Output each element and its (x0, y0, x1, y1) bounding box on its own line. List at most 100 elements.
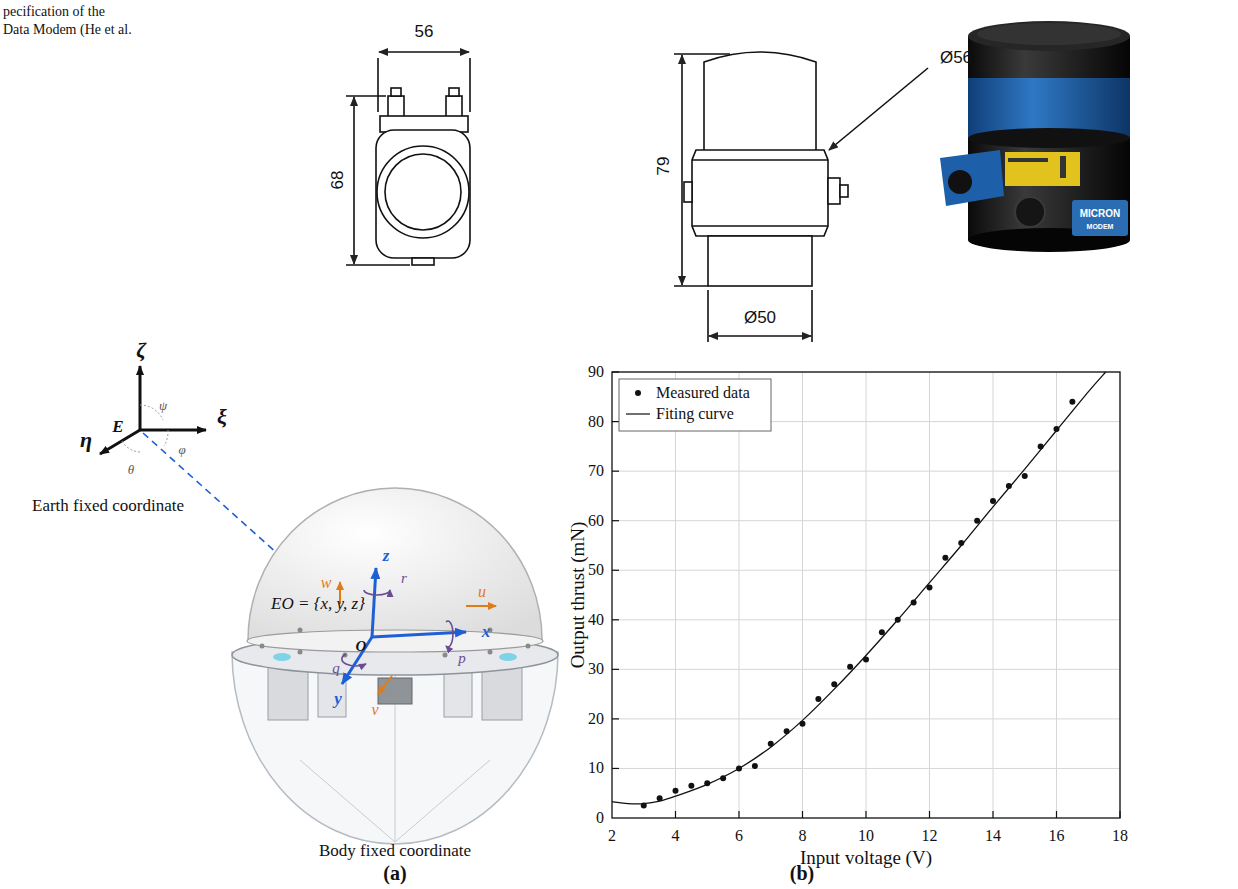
data-point (1006, 483, 1012, 489)
tick-mark (612, 570, 619, 571)
panel-label: (b) (790, 862, 814, 884)
grid-line (612, 520, 1120, 521)
angle-rate-label: r (401, 570, 407, 587)
tick-mark (992, 811, 993, 818)
data-point (879, 629, 885, 635)
velocity-label: w (321, 574, 332, 592)
tick-label: 50 (588, 561, 604, 579)
tick-label: 70 (588, 462, 604, 480)
dimension-label: 79 (655, 157, 674, 176)
tick-mark (612, 520, 619, 521)
data-point (1054, 426, 1060, 432)
data-point (1038, 443, 1044, 449)
data-point (704, 780, 710, 786)
tick-mark (1056, 811, 1057, 818)
tick-mark (675, 811, 676, 818)
tick-mark (612, 471, 619, 472)
velocity-label: u (478, 583, 486, 601)
data-point (736, 765, 742, 771)
data-point (720, 775, 726, 781)
legend-text: Fiting curve (656, 405, 734, 423)
tick-mark (865, 811, 866, 818)
grid-line (993, 372, 994, 818)
axis-label: ξ (217, 405, 227, 429)
angle-label: φ (178, 443, 185, 457)
grid-line (612, 669, 1120, 670)
grid-line (866, 372, 867, 818)
axis-label: x (482, 623, 491, 642)
angle-rate-label: p (458, 650, 466, 667)
legend-line-sample (626, 413, 650, 414)
tick-label: 16 (1049, 827, 1065, 845)
legend-text: Measured data (656, 384, 750, 402)
brand-text: MICRON (1080, 208, 1121, 219)
tick-label: 4 (672, 827, 680, 845)
data-point (641, 803, 647, 809)
axis-title: Input voltage (V) (800, 848, 932, 869)
tick-label: 40 (588, 611, 604, 629)
data-point (688, 783, 694, 789)
angle-label: ψ (159, 399, 167, 413)
body-frame (340, 568, 496, 694)
data-point (815, 696, 821, 702)
data-point (831, 681, 837, 687)
brand-text: MODEM (1087, 223, 1114, 231)
data-point (911, 599, 917, 605)
grid-line (612, 471, 1120, 472)
side-view (674, 52, 928, 342)
legend-box (619, 379, 771, 431)
data-point (768, 741, 774, 747)
legend-dot-sample (635, 390, 641, 396)
data-point (1069, 399, 1075, 405)
data-point (990, 498, 996, 504)
tick-label: 80 (588, 413, 604, 431)
tick-label: 10 (858, 827, 874, 845)
data-point (847, 664, 853, 670)
origin-label: O (356, 638, 367, 655)
tick-label: 10 (588, 760, 604, 778)
front-view (346, 52, 470, 265)
caption-fragment: pecification of the (3, 4, 105, 19)
caption-fragment: Data Modem (He et al. (3, 22, 132, 37)
axis-ticks (612, 372, 1120, 818)
chart-grid (612, 372, 1120, 818)
tick-mark (612, 768, 619, 769)
grid-line (1056, 372, 1057, 818)
vector-label: EO = {x, y, z} (271, 595, 365, 614)
tick-mark (1119, 811, 1120, 818)
data-point (863, 656, 869, 662)
tick-label: 8 (799, 827, 807, 845)
tick-label: 20 (588, 710, 604, 728)
tick-mark (612, 669, 619, 670)
tick-mark (612, 718, 619, 719)
data-point (895, 617, 901, 623)
grid-line (612, 768, 1120, 769)
axis-label: ζ (136, 338, 146, 362)
axis-label: y (334, 690, 342, 709)
fitting-curve (612, 372, 1106, 804)
tick-label: 18 (1112, 827, 1128, 845)
dimension-label: Ø56 (940, 49, 972, 68)
data-point (974, 518, 980, 524)
tick-mark (612, 619, 619, 620)
grid-line (739, 372, 740, 818)
velocity-label: v (371, 701, 378, 719)
data-point (752, 763, 758, 769)
grid-line (675, 372, 676, 818)
grid-line (802, 372, 803, 818)
dimension-label: 68 (329, 171, 348, 190)
robot-illustration (232, 488, 558, 844)
tick-label: 60 (588, 512, 604, 530)
tick-mark (738, 811, 739, 818)
tick-label: 6 (735, 827, 743, 845)
dimension-label: Ø50 (744, 309, 776, 328)
tick-label: 30 (588, 661, 604, 679)
grid-line (612, 619, 1120, 620)
data-point (958, 540, 964, 546)
axis-label: η (80, 428, 92, 452)
data-point (927, 585, 933, 591)
data-point (942, 555, 948, 561)
data-point (784, 728, 790, 734)
